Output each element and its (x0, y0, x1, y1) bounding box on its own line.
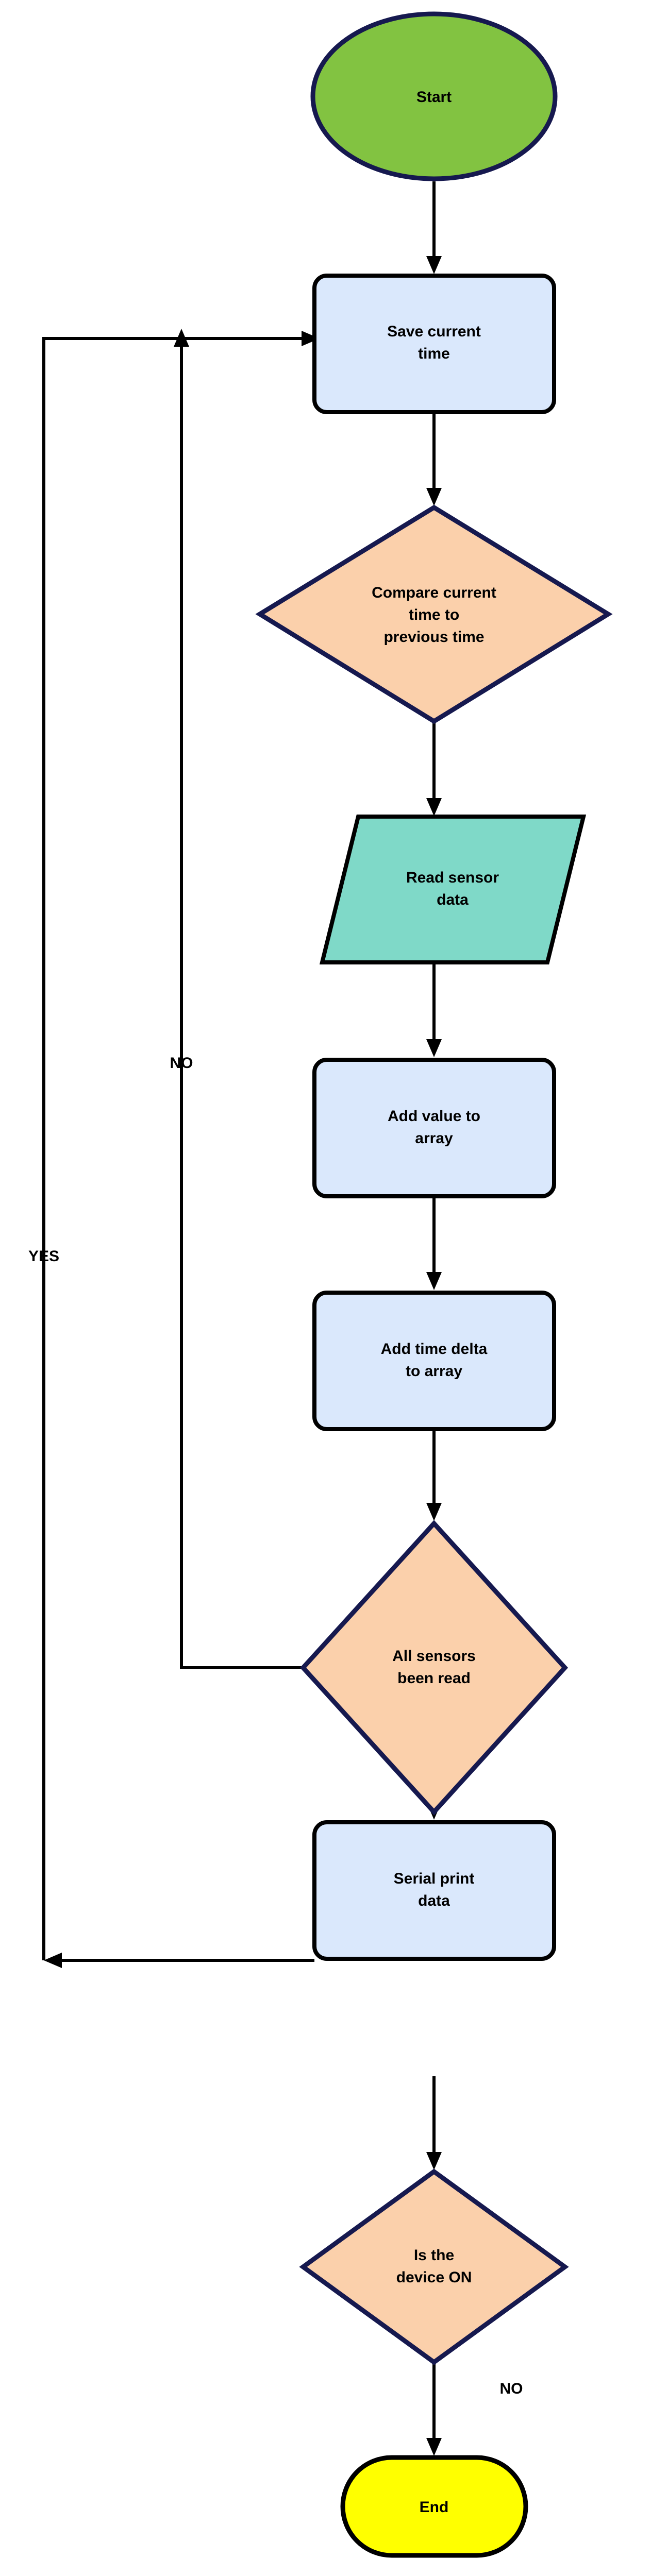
compare-current-time-label-line2: time to (409, 606, 459, 623)
start-label: Start (416, 89, 452, 106)
edge-add-delta-to-all-sensors (426, 1428, 442, 1521)
all-sensors-been-read-label-line1: All sensors (392, 1648, 476, 1665)
add-time-delta-to-array-label-line1: Add time delta (381, 1341, 488, 1358)
start-ellipse-shape[interactable] (310, 11, 558, 181)
node-end[interactable]: End (340, 2455, 528, 2558)
save-current-time-label-line2: time (418, 345, 450, 362)
add-value-to-array-shape[interactable] (312, 1058, 556, 1198)
is-the-device-on-label-line2: device ON (396, 2269, 472, 2286)
edge-label-yes-left: YES (28, 1248, 59, 1265)
read-sensor-data-shape[interactable] (319, 815, 587, 964)
edge-start-to-save-time (426, 181, 442, 274)
all-sensors-been-read-label-line2: been read (397, 1670, 471, 1687)
read-sensor-data-label-line2: data (437, 891, 469, 908)
node-is-the-device-on[interactable]: Is the device ON (299, 2168, 569, 2365)
edge-label-no-upper: NO (170, 1055, 193, 1072)
end-terminator-shape[interactable] (340, 2455, 528, 2558)
serial-print-data-label-line1: Serial print (394, 1870, 475, 1887)
node-add-value-to-array[interactable]: Add value to array (312, 1058, 556, 1198)
edge-save-time-to-compare (426, 412, 442, 506)
compare-current-time-label-line3: previous time (383, 629, 484, 646)
add-time-delta-to-array-shape[interactable] (312, 1291, 556, 1431)
edge-serial-print-feedback-loop (42, 331, 320, 1968)
node-start[interactable]: Start (310, 11, 558, 181)
read-sensor-data-label-line1: Read sensor (406, 869, 499, 886)
edge-serial-print-to-device-on (426, 2076, 442, 2170)
compare-current-time-shape[interactable] (255, 504, 613, 724)
node-serial-print-data[interactable]: Serial print data (312, 1820, 556, 1961)
save-current-time-label-line1: Save current (387, 323, 481, 340)
edges-layer (42, 181, 442, 2456)
edge-compare-to-read-sensor (426, 721, 442, 816)
node-save-current-time[interactable]: Save current time (312, 274, 556, 414)
serial-print-data-label-line2: data (418, 1892, 450, 1909)
save-current-time-shape[interactable] (312, 274, 556, 414)
edge-add-value-to-add-delta (426, 1196, 442, 1290)
add-value-to-array-label-line1: Add value to (388, 1108, 480, 1125)
serial-print-data-shape[interactable] (312, 1820, 556, 1961)
is-the-device-on-label-line1: Is the (414, 2247, 454, 2264)
edge-device-on-to-end (426, 2362, 442, 2456)
node-read-sensor-data[interactable]: Read sensor data (319, 815, 587, 964)
all-sensors-been-read-shape[interactable] (299, 1520, 569, 1816)
end-label: End (420, 2499, 449, 2516)
edge-read-sensor-to-add-value (426, 963, 442, 1057)
compare-current-time-label-line1: Compare current (372, 584, 496, 601)
node-add-time-delta-to-array[interactable]: Add time delta to array (312, 1291, 556, 1431)
edge-all-sensors-no-loop (174, 329, 303, 1669)
edge-label-no-to-end: NO (500, 2380, 523, 2397)
add-value-to-array-label-line2: array (415, 1130, 453, 1147)
is-the-device-on-shape[interactable] (299, 2168, 569, 2365)
add-time-delta-to-array-label-line2: to array (406, 1363, 462, 1380)
node-compare-current-time[interactable]: Compare current time to previous time (255, 504, 613, 724)
node-all-sensors-been-read[interactable]: All sensors been read (299, 1520, 569, 1816)
